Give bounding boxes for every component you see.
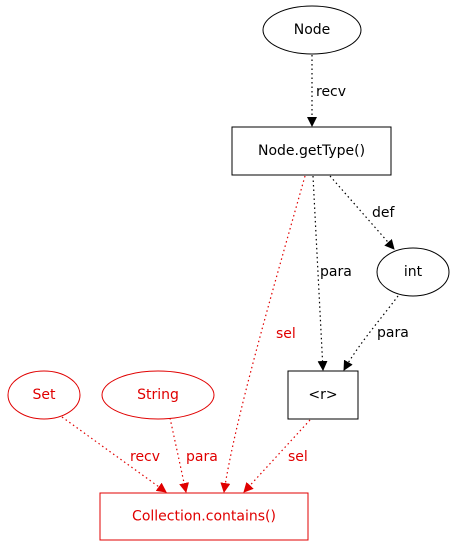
edge-label-sel: sel bbox=[288, 449, 308, 465]
node-label: Node bbox=[294, 22, 331, 38]
node-label: String bbox=[137, 387, 179, 403]
node-r: <r> bbox=[287, 370, 359, 420]
node-label: Node.getType() bbox=[258, 143, 365, 159]
edge-set-to-contains bbox=[61, 416, 167, 493]
node-string: String bbox=[101, 370, 215, 420]
edge-gettype-to-r bbox=[312, 175, 328, 371]
node-node: Node bbox=[262, 5, 362, 55]
edge-gettype-to-contains bbox=[220, 175, 306, 493]
edge-label-recv: recv bbox=[316, 84, 346, 100]
edge-r-to-contains bbox=[243, 419, 311, 493]
node-set: Set bbox=[7, 370, 81, 420]
edge-string-to-contains bbox=[169, 417, 189, 493]
edge-label-para: para bbox=[320, 264, 352, 280]
node-label: Set bbox=[33, 387, 57, 403]
node-gettype: Node.getType() bbox=[231, 126, 392, 176]
node-contains: Collection.contains() bbox=[99, 492, 309, 541]
edge-label-sel: sel bbox=[276, 326, 296, 342]
node-int: int bbox=[376, 247, 450, 297]
edge-int-to-r bbox=[343, 295, 399, 371]
edge-label-para: para bbox=[186, 449, 218, 465]
edge-label-para: para bbox=[377, 325, 409, 341]
node-label: <r> bbox=[308, 387, 337, 403]
node-label: int bbox=[404, 264, 423, 280]
edge-label-def: def bbox=[372, 205, 396, 221]
node-label: Collection.contains() bbox=[132, 509, 276, 525]
edge-label-recv: recv bbox=[130, 449, 160, 465]
